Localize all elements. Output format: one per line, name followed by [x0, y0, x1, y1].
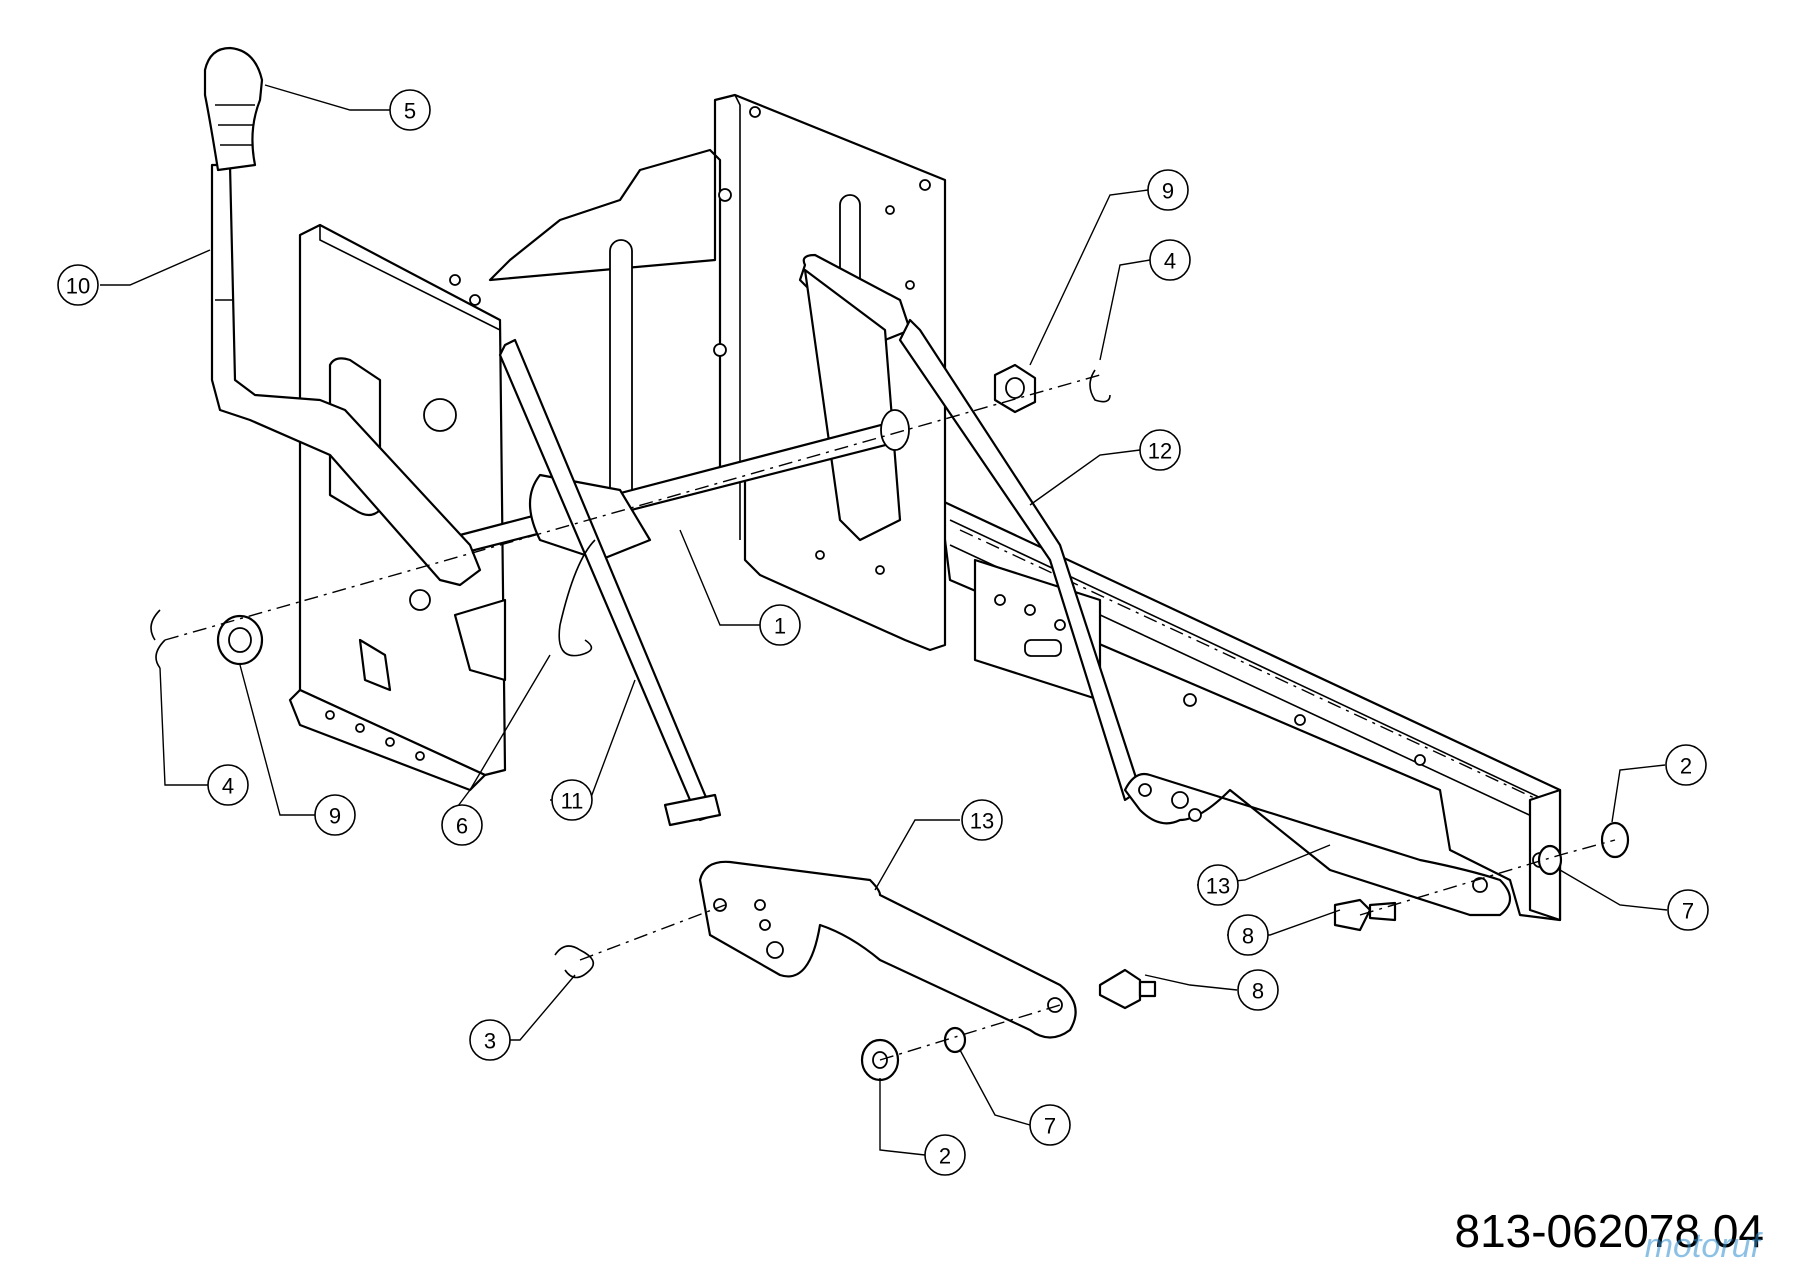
callout-label: 13 — [970, 809, 994, 834]
callout-label: 8 — [1252, 979, 1264, 1004]
callout-2: 2 — [924, 1134, 966, 1176]
callout-circle — [1139, 429, 1181, 471]
callout-circle — [1227, 914, 1269, 956]
callout-circle — [57, 264, 99, 306]
callout-label: 9 — [329, 804, 341, 829]
lift-handle — [203, 46, 482, 587]
callout-circle — [1147, 169, 1189, 211]
callout-label: 2 — [1680, 754, 1692, 779]
callout-7: 7 — [1029, 1104, 1071, 1146]
callout-4: 4 — [207, 764, 249, 806]
callout-circle — [469, 1019, 511, 1061]
callout-circle — [1197, 864, 1239, 906]
lower-lift-link — [698, 860, 1077, 1039]
center-lift-rod — [498, 338, 722, 827]
callout-label: 8 — [1242, 924, 1254, 949]
callout-8: 8 — [1227, 914, 1269, 956]
callout-label: 4 — [1164, 249, 1176, 274]
callout-label: 3 — [484, 1029, 496, 1054]
callout-label: 13 — [1206, 874, 1230, 899]
callout-12: 12 — [1139, 429, 1181, 471]
left-hardware — [150, 609, 264, 669]
callout-9: 9 — [314, 794, 356, 836]
callout-3: 3 — [469, 1019, 511, 1061]
right-hardware — [993, 363, 1111, 414]
callout-circle — [1237, 969, 1279, 1011]
lower-hardware — [554, 821, 1630, 1082]
callout-label: 7 — [1682, 899, 1694, 924]
callout-label: 5 — [404, 99, 416, 124]
callout-circle — [759, 604, 801, 646]
leader-lines — [100, 84, 1668, 1156]
callout-circle — [961, 799, 1003, 841]
callout-label: 10 — [66, 274, 90, 299]
callout-circle — [1665, 744, 1707, 786]
callout-circle — [1149, 239, 1191, 281]
diagram-code: 813-062078 04 — [1454, 1205, 1764, 1257]
callout-9: 9 — [1147, 169, 1189, 211]
alignment-lines — [164, 374, 1616, 1061]
callout-7: 7 — [1667, 889, 1709, 931]
callout-circle — [551, 779, 593, 821]
watermark-logo: motoruf — [1644, 1227, 1760, 1265]
callout-circle — [1029, 1104, 1071, 1146]
callout-circle — [389, 89, 431, 131]
callout-label: 12 — [1148, 439, 1172, 464]
callout-4: 4 — [1149, 239, 1191, 281]
callout-circle — [1667, 889, 1709, 931]
callout-label: 11 — [561, 789, 584, 814]
callout-label: 7 — [1044, 1114, 1056, 1139]
callout-circle — [924, 1134, 966, 1176]
right-lift-assembly — [798, 253, 1512, 917]
callout-circle — [207, 764, 249, 806]
callout-6: 6 — [441, 804, 483, 846]
callout-10: 10 — [57, 264, 99, 306]
callout-13: 13 — [961, 799, 1003, 841]
callout-8: 8 — [1237, 969, 1279, 1011]
callout-13: 13 — [1197, 864, 1239, 906]
frame-rail — [938, 498, 1562, 922]
callout-label: 6 — [456, 814, 468, 839]
callout-1: 1 — [759, 604, 801, 646]
callout-5: 5 — [389, 89, 431, 131]
callout-circle — [314, 794, 356, 836]
callout-circle — [441, 804, 483, 846]
callout-label: 1 — [774, 614, 786, 639]
callout-label: 4 — [222, 774, 234, 799]
callout-2: 2 — [1665, 744, 1707, 786]
callout-label: 9 — [1162, 179, 1174, 204]
callout-11: 11 — [551, 779, 593, 821]
callout-label: 2 — [939, 1144, 951, 1169]
